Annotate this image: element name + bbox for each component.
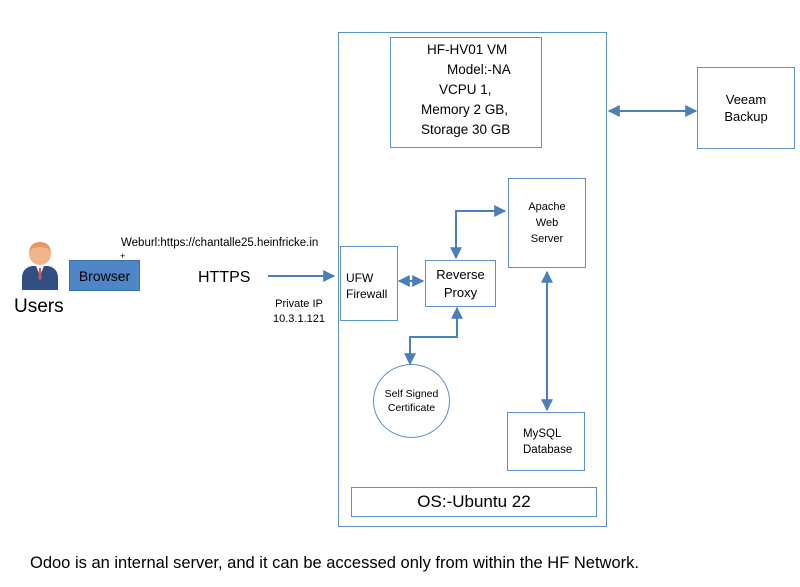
veeam-box: Veeam Backup — [697, 67, 795, 149]
reverse-proxy-box: Reverse Proxy — [425, 260, 496, 307]
mysql-database-box: MySQL Database — [507, 412, 585, 471]
ufw-title: UFW — [346, 271, 374, 285]
vm-model: Model:-NA — [447, 62, 511, 77]
proxy-subtitle: Proxy — [443, 284, 478, 300]
certificate-circle: Self Signed Certificate — [373, 364, 450, 438]
mysql-subtitle: Database — [523, 444, 573, 456]
vm-info-box: HF-HV01 VM Model:-NA VCPU 1, Memory 2 GB… — [390, 37, 542, 148]
apache-server: Server — [530, 233, 564, 245]
weburl-marker: + — [120, 251, 126, 261]
footer-note: Odoo is an internal server, and it can b… — [30, 554, 639, 572]
vm-vcpu: VCPU 1, — [439, 82, 492, 97]
proxy-title: Reverse — [436, 266, 485, 282]
os-label: OS:-Ubuntu 22 — [417, 492, 531, 511]
browser-label: Browser — [78, 267, 131, 284]
users-label: Users — [14, 296, 64, 317]
vm-storage: Storage 30 GB — [421, 122, 511, 137]
veeam-subtitle: Backup — [724, 109, 768, 124]
cert-subtitle: Certificate — [387, 402, 436, 414]
vm-container — [338, 32, 607, 527]
vm-name: HF-HV01 VM — [427, 42, 508, 57]
vm-memory: Memory 2 GB, — [421, 102, 509, 117]
apache-web-server-box: Apache Web Server — [508, 178, 586, 268]
private-ip-label: Private IP 10.3.1.121 — [266, 298, 332, 325]
private-ip-value: 10.3.1.121 — [273, 313, 325, 325]
weburl-label: Weburl:https://chantalle25.heinfricke.in — [121, 237, 319, 249]
apache-title: Apache — [528, 201, 566, 213]
apache-web: Web — [535, 217, 559, 229]
mysql-title: MySQL — [523, 428, 562, 440]
ufw-firewall-box: UFW Firewall — [340, 246, 398, 321]
private-ip-title: Private IP — [275, 298, 323, 310]
cert-title: Self Signed — [384, 388, 439, 400]
ufw-subtitle: Firewall — [346, 287, 388, 301]
https-label: HTTPS — [198, 269, 251, 286]
veeam-title: Veeam — [725, 92, 767, 107]
os-bar: OS:-Ubuntu 22 — [351, 487, 597, 517]
proxy-apache-arrow — [450, 205, 507, 260]
proxy-cert-arrow — [404, 306, 463, 366]
browser-box: Browser — [69, 260, 140, 291]
user-icon — [22, 240, 58, 290]
